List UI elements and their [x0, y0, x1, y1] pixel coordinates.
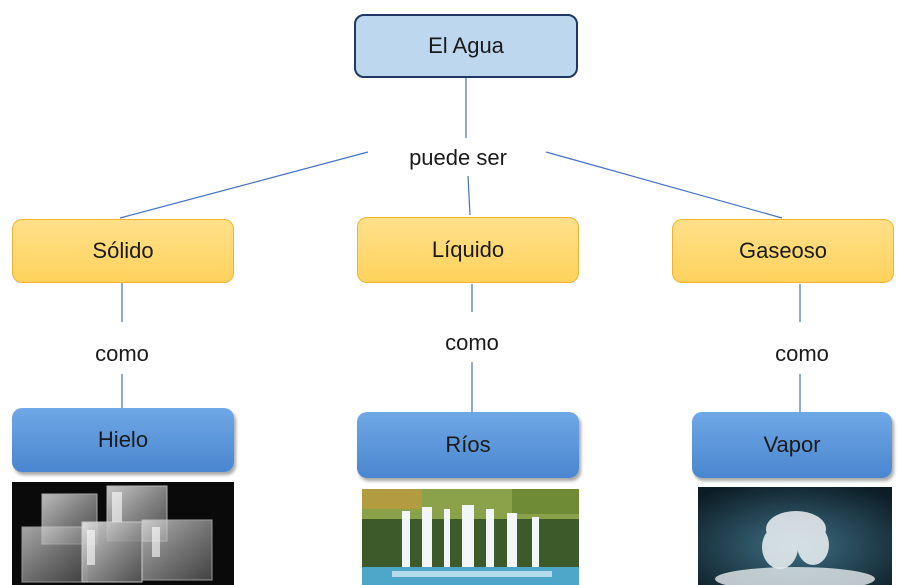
state-node-label: Líquido: [431, 237, 505, 262]
state-node-solido: Sólido: [12, 219, 234, 283]
ice-cubes-image: [12, 482, 234, 585]
waterfall-image: [362, 489, 579, 585]
root-node-el-agua: El Agua: [354, 14, 578, 78]
state-node-gaseoso: Gaseoso: [672, 219, 894, 283]
line-puede-ser-to-gaseoso: [545, 151, 783, 219]
connector-label-como-gaseoso: como: [760, 339, 844, 369]
state-node-label: Sólido: [92, 238, 154, 263]
example-node-label: Ríos: [445, 432, 491, 457]
connector-label-como-liquido: como: [430, 328, 514, 358]
state-node-liquido: Líquido: [357, 217, 579, 283]
state-node-label: Gaseoso: [738, 238, 828, 263]
root-node-label: El Agua: [428, 33, 504, 58]
connector-label-como-solido: como: [80, 339, 164, 369]
example-node-label: Vapor: [763, 432, 821, 457]
steam-image: [698, 487, 892, 585]
example-node-rios: Ríos: [357, 412, 579, 478]
line-puede-ser-to-liquido: [467, 175, 471, 216]
example-node-label: Hielo: [97, 427, 149, 452]
line-puede-ser-to-solido: [119, 151, 369, 219]
example-node-vapor: Vapor: [692, 412, 892, 478]
example-node-hielo: Hielo: [12, 408, 234, 472]
connector-label-puede-ser: puede ser: [372, 143, 544, 173]
